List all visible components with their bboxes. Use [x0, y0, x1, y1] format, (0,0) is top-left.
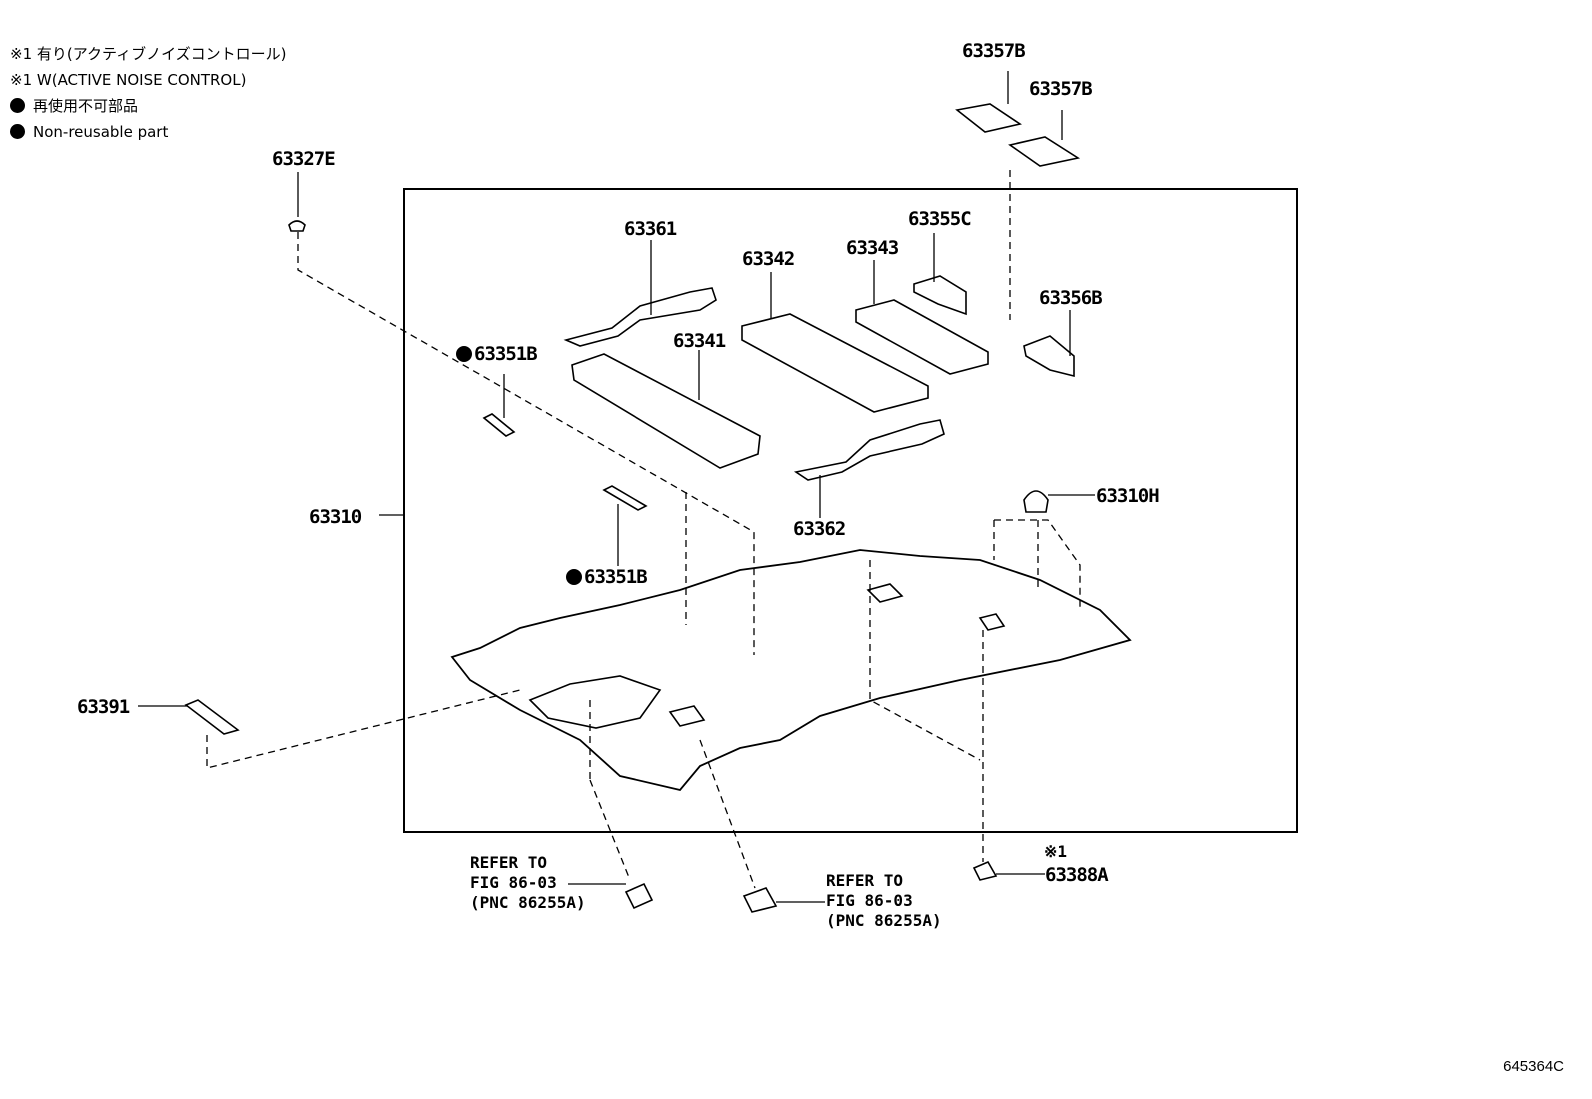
- headliner-sunroof-cutout: [528, 675, 662, 729]
- part-label-63310h[interactable]: 63310H: [1096, 485, 1160, 507]
- part-label-63351b-upper-text: 63351B: [474, 343, 538, 365]
- refer-right-line1: REFER TO: [826, 871, 904, 890]
- refer-right-line3: (PNC 86255A): [826, 911, 942, 930]
- legend: ※1 有り(アクティブノイズコントロール) ※1 W(ACTIVE NOISE …: [10, 41, 287, 145]
- part-63391-shape: [184, 699, 240, 735]
- part-63388a-shape: [972, 860, 998, 881]
- part-63310-headliner-shape: [450, 549, 1132, 792]
- part-63362-shape: [793, 419, 945, 481]
- legend-note-en: ※1 W(ACTIVE NOISE CONTROL): [10, 71, 247, 89]
- assembly-frame: [403, 188, 1298, 833]
- refer-right-block[interactable]: REFER TO FIG 86-03 (PNC 86255A): [826, 871, 942, 931]
- refer-left-line3: (PNC 86255A): [470, 893, 586, 912]
- part-label-63356b[interactable]: 63356B: [1039, 287, 1103, 309]
- nonreusable-dot-icon: [456, 346, 472, 362]
- headliner-clip-pad-2: [668, 705, 706, 727]
- refer-right-line2: FIG 86-03: [826, 891, 913, 910]
- figure-code: 645364C: [1503, 1058, 1564, 1075]
- part-63310h-shape: [1023, 490, 1049, 513]
- part-label-63327e[interactable]: 63327E: [272, 148, 336, 170]
- part-63357b-top-shape: [955, 103, 1022, 133]
- part-label-63351b-upper[interactable]: 63351B: [456, 343, 538, 365]
- part-label-63362[interactable]: 63362: [793, 518, 846, 540]
- refer-left-line2: FIG 86-03: [470, 873, 557, 892]
- legend-nonreuse-jp-row: 再使用不可部品: [10, 93, 287, 119]
- legend-nonreuse-en-row: Non-reusable part: [10, 119, 287, 145]
- part-63355c-shape: [913, 275, 967, 316]
- part-label-63343[interactable]: 63343: [846, 237, 899, 259]
- part-63356b-shape: [1023, 335, 1075, 378]
- part-label-63357b-top[interactable]: 63357B: [962, 40, 1026, 62]
- headliner-clip-pad-1: [866, 583, 904, 603]
- ref-left-bracket-shape: [624, 882, 654, 910]
- refer-left-line1: REFER TO: [470, 853, 548, 872]
- part-label-63391[interactable]: 63391: [77, 696, 130, 718]
- part-63357b-right-shape: [1008, 136, 1081, 167]
- part-63351b-upper-shape: [482, 413, 516, 437]
- part-63361-shape: [563, 287, 717, 347]
- part-label-63361[interactable]: 63361: [624, 218, 677, 240]
- refer-left-block[interactable]: REFER TO FIG 86-03 (PNC 86255A): [470, 853, 586, 913]
- nonreusable-dot-icon: [566, 569, 582, 585]
- ref-right-bracket-shape: [742, 887, 778, 913]
- part-label-63355c[interactable]: 63355C: [908, 208, 972, 230]
- legend-note-jp: ※1 有り(アクティブノイズコントロール): [10, 45, 287, 63]
- legend-nonreuse-en: Non-reusable part: [33, 123, 169, 141]
- legend-nonreuse-jp: 再使用不可部品: [33, 97, 139, 115]
- nonreusable-dot-icon: [10, 98, 25, 113]
- part-63351b-lower-shape: [602, 485, 648, 511]
- part-label-63341[interactable]: 63341: [673, 330, 726, 352]
- part-63341-shape: [571, 353, 761, 469]
- part-63342-shape: [741, 313, 929, 413]
- part-label-63342[interactable]: 63342: [742, 248, 795, 270]
- part-label-63388a[interactable]: 63388A: [1045, 864, 1109, 886]
- part-label-63310[interactable]: 63310: [309, 506, 362, 528]
- nonreusable-dot-icon: [10, 124, 25, 139]
- part-label-63351b-lower[interactable]: 63351B: [566, 566, 648, 588]
- part-label-63357b-right[interactable]: 63357B: [1029, 78, 1093, 100]
- headliner-clip-pad-3: [978, 613, 1006, 631]
- part-label-63351b-lower-text: 63351B: [584, 566, 648, 588]
- part-63388a-note-mark: ※1: [1044, 842, 1068, 861]
- part-63343-shape: [855, 299, 989, 375]
- part-63327e-shape: [288, 220, 306, 232]
